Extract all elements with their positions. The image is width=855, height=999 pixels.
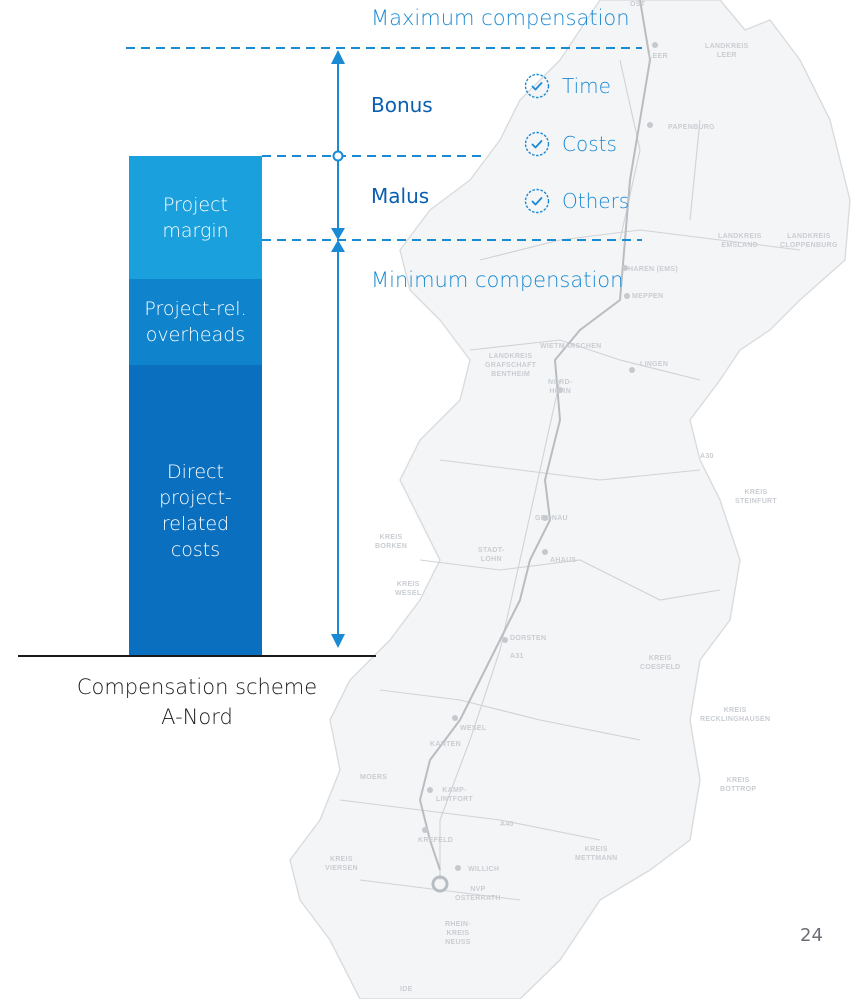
map-place-label: KANTEN	[430, 741, 461, 748]
map-place-label: IDE	[400, 986, 413, 993]
map-place-label: WILLICH	[468, 866, 500, 873]
map-place-label: KREFELD	[418, 837, 454, 844]
malus-label: Malus	[371, 184, 430, 208]
map-place-label: KREIS BORKEN	[375, 534, 408, 550]
map-place-label: AHAUS	[550, 557, 577, 564]
map-place-label: NORD- HORN	[548, 379, 573, 395]
map-place-label: WESEL	[460, 725, 487, 732]
map-place-label: RHEIN- KREIS NEUSS	[445, 921, 471, 946]
map-place-label: KREIS RECKLINGHAUSEN	[700, 707, 771, 723]
map-place-label: OST	[630, 1, 646, 8]
segment-project-overheads: Project-rel. overheads	[129, 279, 262, 365]
map-place-label: KREIS WESEL	[395, 581, 422, 597]
arrow-head-down-bottom	[331, 634, 345, 648]
map-place-label: GRONAU	[535, 515, 568, 522]
map-place-label: LANDKREIS CLOPPENBURG	[780, 233, 838, 249]
map-place-label: KREIS METTMANN	[575, 846, 618, 862]
map-place-label: LANDKREIS EMSLAND	[718, 233, 762, 249]
check-circle-icon	[524, 188, 550, 214]
criterion-others: Others	[562, 189, 630, 213]
map-place-label: HAREN (EMS)	[628, 266, 678, 273]
diagram-caption: Compensation scheme A-Nord	[76, 675, 318, 729]
criterion-costs: Costs	[562, 132, 617, 156]
map-place-label: NVP OSTERRATH	[455, 886, 501, 902]
arrow-head-down-mid	[331, 228, 345, 240]
arrow-head-up-mid	[331, 240, 345, 252]
current-level-marker	[332, 150, 344, 162]
map-place-label: MOERS	[360, 774, 388, 781]
page-number: 24	[800, 925, 823, 946]
bonus-label: Bonus	[371, 93, 433, 117]
map-place-label: KREIS VIERSEN	[325, 856, 358, 872]
map-place-label: A30	[700, 453, 714, 460]
map-place-label: LANDKREIS GRAFSCHAFT BENTHEIM	[485, 353, 537, 378]
map-place-label: MEPPEN	[632, 293, 664, 300]
arrow-head-up-top	[331, 50, 345, 64]
map-place-label: WIETMARSCHEN	[540, 343, 602, 350]
max-compensation-label: Maximum compensation	[371, 6, 630, 30]
map-place-label: LANDKREIS LEER	[705, 43, 749, 59]
map-place-label: KREIS COESFELD	[640, 655, 681, 671]
map-place-label: KREIS STEINFURT	[735, 489, 777, 505]
baseline	[18, 655, 376, 657]
segment-direct-costs: Direct project- related costs	[129, 365, 262, 656]
min-compensation-label: Minimum compensation	[371, 268, 624, 292]
map-place-label: KREIS BOTTROP	[720, 777, 757, 793]
map-place-label: A40	[500, 821, 514, 828]
map-place-label: LINGEN	[640, 361, 669, 368]
check-circle-icon	[524, 131, 550, 157]
map-place-label: DORSTEN	[510, 635, 547, 642]
check-circle-icon	[524, 73, 550, 99]
map-place-label: A31	[510, 653, 524, 660]
map-place-label: PAPENBURG	[668, 124, 715, 131]
map-place-label: LEER	[648, 53, 668, 60]
map-place-label: STADT- LOHN	[478, 547, 505, 563]
criterion-time: Time	[562, 74, 611, 98]
map-place-label: KAMP- LINTFORT	[436, 787, 474, 803]
segment-project-margin: Project margin	[129, 156, 262, 279]
